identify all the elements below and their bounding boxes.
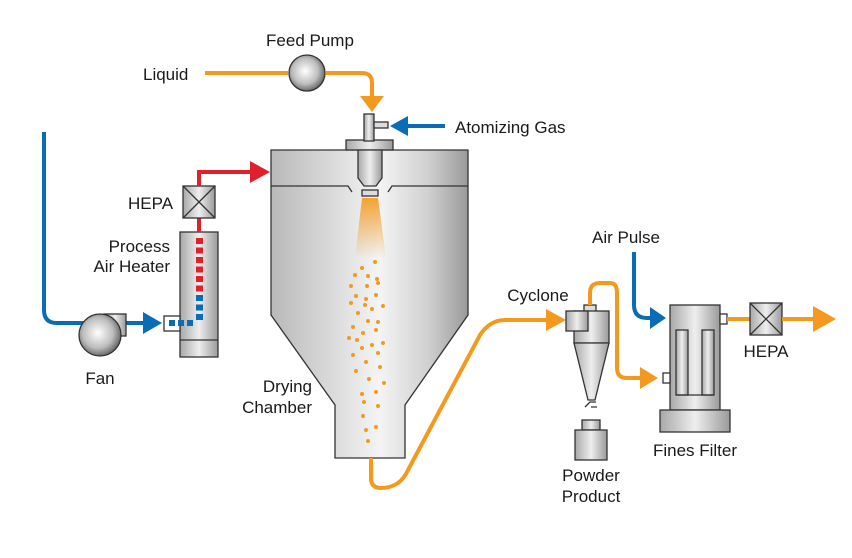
atomizing-gas-label: Atomizing Gas	[455, 118, 566, 137]
inlet-air-arrow-icon	[143, 312, 162, 334]
particle	[365, 284, 369, 288]
feed-pump-label: Feed Pump	[266, 31, 354, 50]
particle	[376, 351, 380, 355]
cyclone-to-filter-line	[588, 281, 658, 389]
particle	[366, 274, 370, 278]
particle	[360, 266, 364, 270]
fan-label: Fan	[85, 369, 114, 388]
particle	[381, 304, 385, 308]
particle	[356, 311, 360, 315]
particle	[364, 428, 368, 432]
particle	[360, 392, 364, 396]
particle	[360, 346, 364, 350]
heater-flow-dot	[196, 266, 203, 273]
hepa-outlet-label: HEPA	[743, 342, 789, 361]
fines-filter-label: Fines Filter	[653, 441, 737, 460]
hepa-inlet-label: HEPA	[128, 194, 174, 213]
cyclone-inlet-arrow-icon	[546, 309, 566, 331]
exhaust-line	[782, 306, 836, 332]
liquid-arrow-icon	[360, 96, 384, 112]
air-pulse-arrow-icon	[650, 307, 666, 329]
heater-flow-dot	[196, 285, 203, 292]
air-pulse-line	[632, 252, 666, 329]
liquid-feed-line	[205, 71, 384, 112]
particle	[366, 319, 370, 323]
particle	[353, 273, 357, 277]
powder-product-label-2: Product	[562, 487, 621, 506]
process-air-heater-label-1: Process	[109, 237, 170, 256]
air-pulse-label: Air Pulse	[592, 228, 660, 247]
particle	[361, 414, 365, 418]
chamber-to-cyclone-line	[369, 309, 566, 491]
atomizing-gas-arrow-icon	[390, 116, 408, 136]
heater-flow-dot	[187, 320, 193, 326]
heater-flow-dot	[196, 314, 203, 320]
heater-flow-dot	[196, 247, 203, 254]
powder-product-container	[574, 429, 608, 461]
hot-air-arrow-icon	[250, 161, 270, 183]
heater-flow-dot	[196, 304, 203, 311]
fines-filter	[659, 304, 731, 433]
particle	[355, 338, 359, 342]
particle	[351, 353, 355, 357]
particle	[364, 297, 368, 301]
particle	[347, 336, 351, 340]
cyclone	[565, 304, 610, 461]
cyclone-label: Cyclone	[507, 286, 568, 305]
particle	[370, 343, 374, 347]
particle	[362, 400, 366, 404]
filter-inlet-arrow-icon	[640, 367, 658, 389]
heater-flow-dot	[178, 320, 184, 326]
particle	[382, 381, 386, 385]
particle	[375, 277, 379, 281]
particle	[376, 404, 380, 408]
particle	[354, 294, 358, 298]
particles	[347, 260, 386, 443]
particle	[374, 425, 378, 429]
hepa-outlet-filter	[749, 302, 783, 336]
particle	[351, 325, 355, 329]
hepa-inlet-filter	[182, 185, 216, 219]
particle	[354, 369, 358, 373]
particle	[366, 439, 370, 443]
particle	[363, 303, 367, 307]
drying-chamber	[270, 113, 469, 459]
heater-flow-dot	[196, 238, 203, 244]
fan-icon	[78, 313, 122, 357]
particle	[370, 307, 374, 311]
particle	[374, 328, 378, 332]
particle	[367, 377, 371, 381]
particle	[376, 320, 380, 324]
particle	[364, 360, 368, 364]
particle	[349, 301, 353, 305]
drying-chamber-label-1: Drying	[263, 377, 312, 396]
particle	[378, 365, 382, 369]
spray-cone	[355, 198, 386, 258]
feed-pump-icon	[288, 54, 326, 92]
drying-chamber-label-2: Chamber	[242, 398, 312, 417]
process-air-heater	[163, 231, 219, 358]
particle	[361, 331, 365, 335]
heater-flow-dot	[196, 257, 203, 263]
fan	[78, 313, 127, 357]
powder-product-label-1: Powder	[562, 466, 620, 485]
atomizer-nozzle	[357, 149, 383, 187]
liquid-label: Liquid	[143, 65, 188, 84]
particle	[349, 284, 353, 288]
particle	[373, 260, 377, 264]
hot-air-line	[197, 161, 270, 186]
heater-flow-dot	[169, 320, 175, 326]
process-air-heater-label-2: Air Heater	[93, 257, 170, 276]
exhaust-arrow-icon	[813, 306, 836, 332]
heater-flow-dot	[196, 276, 203, 282]
particle	[376, 281, 380, 285]
particle	[374, 293, 378, 297]
particle	[374, 390, 378, 394]
atomizing-gas-line	[390, 116, 445, 136]
inlet-air-line	[42, 132, 162, 334]
particle	[381, 341, 385, 345]
heater-flow-dot	[196, 295, 203, 301]
